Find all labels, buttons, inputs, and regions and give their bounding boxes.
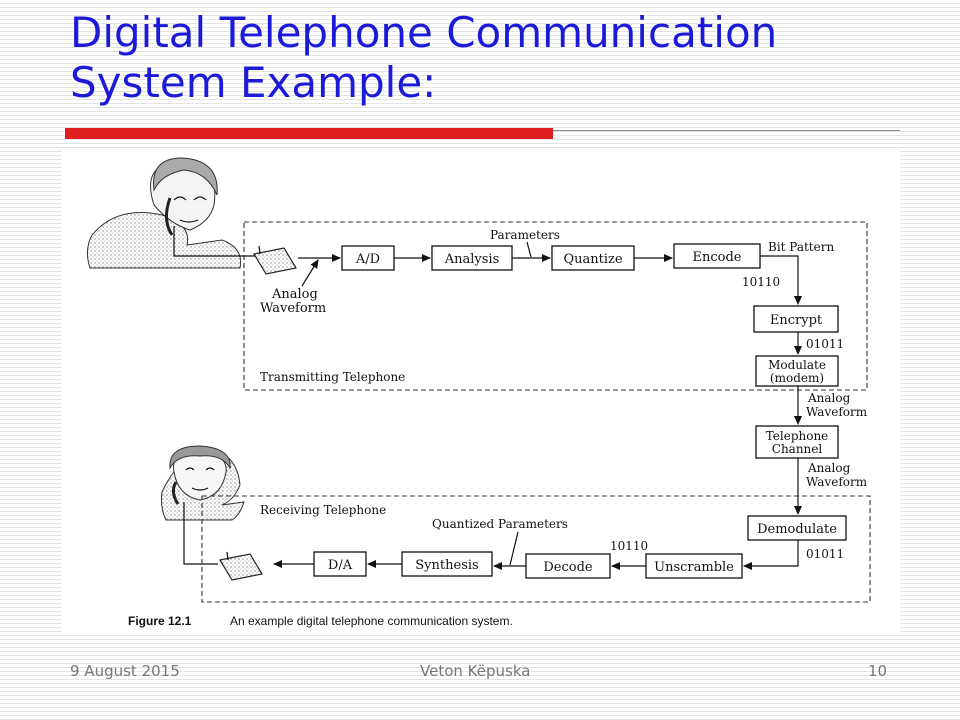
slide-title: Digital Telephone Communication System E…	[70, 8, 778, 107]
quantized-parameters-label: Quantized Parameters	[432, 517, 568, 531]
synthesis-label: Synthesis	[415, 558, 478, 573]
decode-block	[525, 553, 611, 579]
parameters-label: Parameters	[490, 228, 560, 242]
encrypt-block	[753, 305, 839, 333]
bits-tx-label: 10110	[742, 275, 780, 289]
diagram-canvas: Transmitting Telephone Analog Waveform A…	[86, 157, 871, 628]
decode-label: Decode	[543, 560, 593, 575]
analog-waveform-tx-label-1: Analog	[271, 287, 318, 302]
bit-pattern-label: Bit Pattern	[768, 240, 834, 254]
unscramble-block	[645, 553, 743, 579]
footer-date: 9 August 2015	[70, 662, 180, 680]
analysis-label: Analysis	[444, 252, 500, 267]
transmitting-speaker-icon	[86, 157, 242, 269]
transmitting-telephone-boundary	[243, 221, 868, 391]
unscramble-label: Unscramble	[654, 560, 734, 575]
figure-caption-label: Figure 12.1	[128, 614, 192, 628]
telephone-channel-block	[755, 425, 839, 459]
figure-caption-text: An example digital telephone communicati…	[230, 614, 513, 628]
footer-author: Veton Këpuska	[420, 662, 531, 680]
analog-waveform-tx-label-2: Waveform	[260, 301, 326, 316]
title-accent-bar	[65, 128, 553, 139]
title-divider-line	[553, 130, 900, 131]
footer-page-number: 10	[868, 662, 888, 680]
analog-waveform-ch2-label-2: Waveform	[806, 475, 868, 489]
encode-label: Encode	[693, 250, 742, 265]
bits-demod-label: 01011	[806, 547, 844, 561]
transmitting-telephone-label: Transmitting Telephone	[260, 370, 405, 384]
analog-waveform-ch1-label-2: Waveform	[806, 405, 868, 419]
bits-rx-label: 10110	[610, 539, 648, 553]
da-label: D/A	[328, 558, 353, 573]
synthesis-block	[401, 551, 493, 577]
receive-handset-icon	[219, 551, 263, 581]
analog-waveform-ch2-label-1: Analog	[807, 461, 851, 475]
quantize-block	[551, 245, 635, 271]
transmit-handset-icon	[253, 245, 297, 275]
modulate-label-1: Modulate	[768, 358, 826, 372]
receive-handset-cord	[183, 502, 218, 565]
receiving-telephone-boundary	[201, 495, 871, 603]
analog-waveform-ch1-label-1: Analog	[807, 391, 851, 405]
receiving-telephone-label: Receiving Telephone	[260, 503, 386, 517]
quantize-label: Quantize	[563, 252, 622, 267]
diagram-figure: Transmitting Telephone Analog Waveform A…	[62, 150, 900, 632]
modulate-block	[755, 355, 839, 387]
bits-encrypted-label: 01011	[806, 337, 844, 351]
ad-label: A/D	[355, 252, 380, 267]
demodulate-block	[747, 515, 847, 541]
receiving-speaker-icon	[161, 445, 245, 521]
ad-block	[341, 245, 395, 271]
da-block	[313, 551, 367, 577]
demodulate-label: Demodulate	[757, 522, 837, 537]
modulate-label-2: (modem)	[770, 371, 824, 385]
channel-label-1: Telephone	[766, 429, 829, 443]
channel-label-2: Channel	[772, 442, 823, 456]
encrypt-label: Encrypt	[770, 313, 823, 328]
